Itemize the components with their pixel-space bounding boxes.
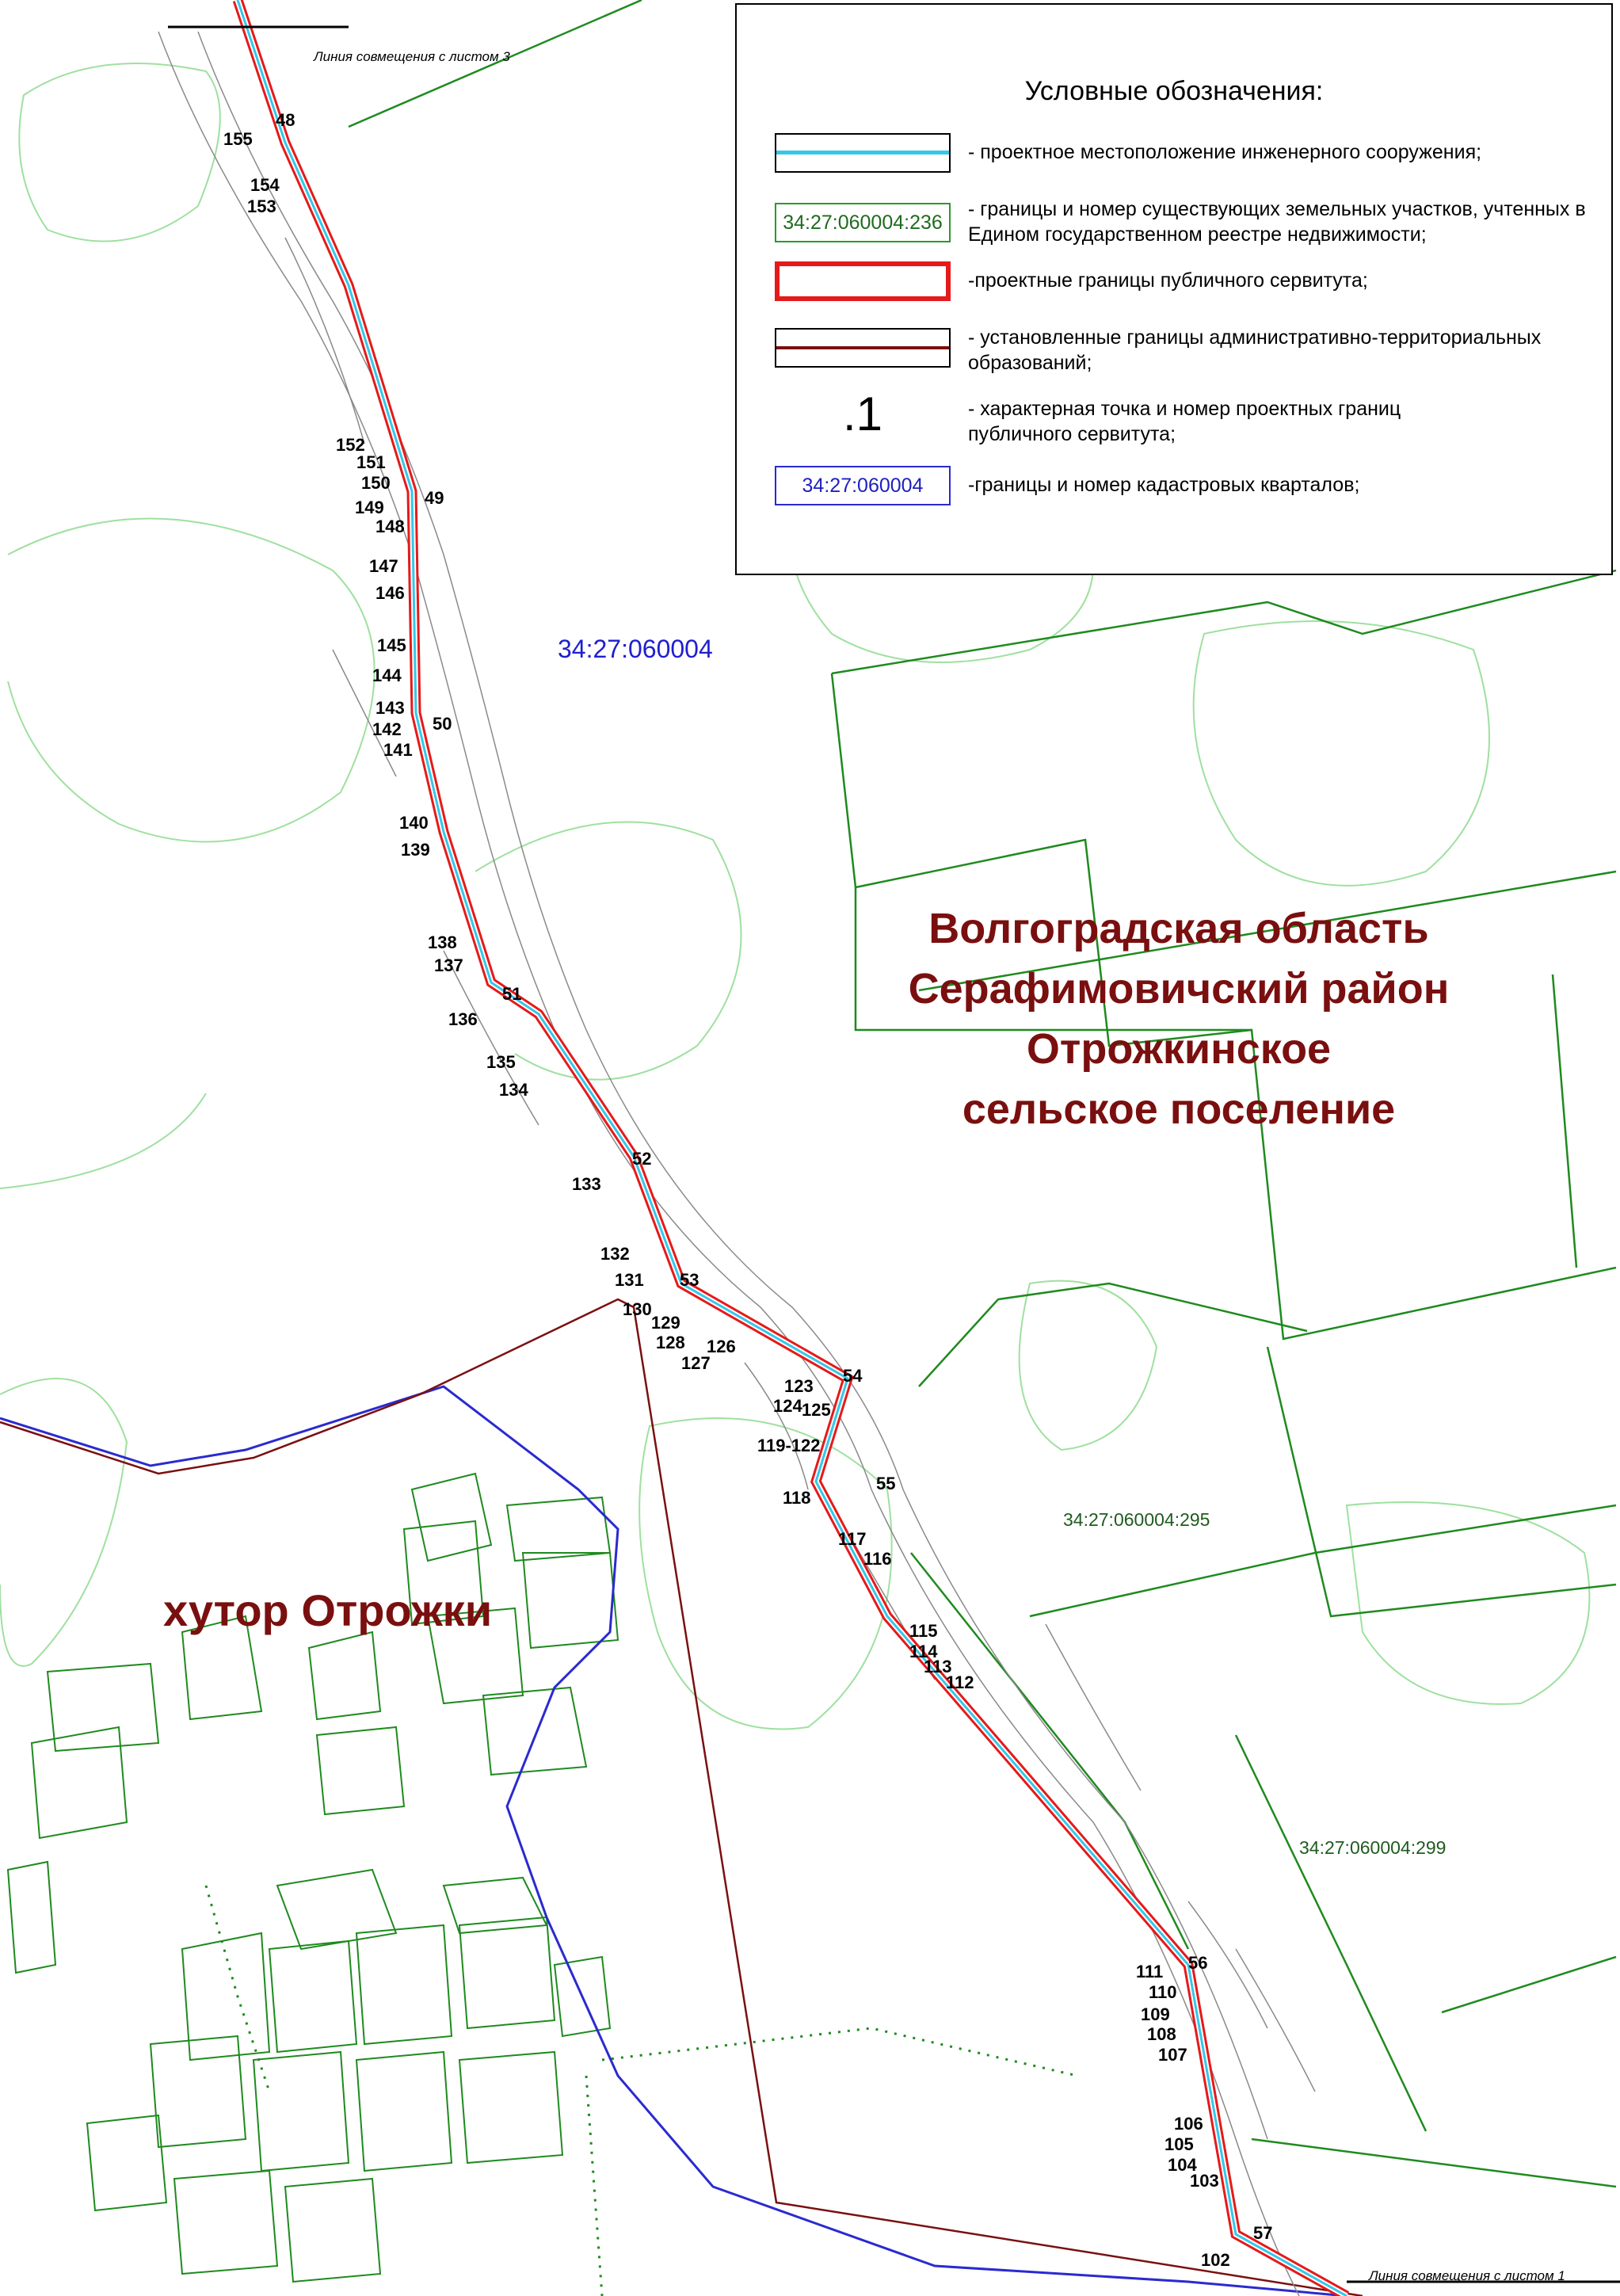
- point-label: 136: [448, 1009, 478, 1029]
- point-label: 135: [486, 1052, 516, 1072]
- point-label: 123: [784, 1376, 814, 1396]
- point-label: 51: [502, 984, 521, 1004]
- point-label: 50: [433, 714, 452, 734]
- legend: Условные обозначения: - проектное местоп…: [735, 3, 1613, 575]
- parcel-boundaries: [348, 0, 1617, 2188]
- point-label: 104: [1168, 2155, 1197, 2175]
- parcel-symbol: 34:27:060004:236: [775, 203, 951, 242]
- village-parcels: [6, 1472, 619, 2283]
- point-label: 145: [377, 635, 406, 655]
- point-label: 130: [623, 1299, 652, 1319]
- region-label: Волгоградская область Серафимовичский ра…: [909, 905, 1450, 1133]
- point-label: 112: [946, 1672, 974, 1692]
- point-label: 118: [783, 1488, 811, 1508]
- quarter-boundary: [0, 1385, 1347, 2296]
- region-line: Серафимовичский район: [909, 965, 1450, 1013]
- legend-text: -проектные границы публичного сервитута;: [968, 269, 1368, 292]
- point-label: 117: [838, 1529, 867, 1549]
- point-label: 126: [707, 1337, 736, 1356]
- point-label: 139: [401, 840, 430, 860]
- quarter-symbol: 34:27:060004: [775, 466, 951, 505]
- point-label: 152: [336, 435, 365, 455]
- point-label: 55: [876, 1474, 895, 1493]
- region-line: сельское поселение: [962, 1085, 1395, 1133]
- village-label: хутор Отрожки: [163, 1585, 492, 1635]
- point-label: 153: [247, 196, 276, 216]
- point-label: 142: [372, 719, 402, 739]
- point-label: 106: [1174, 2114, 1203, 2134]
- point-label: 110: [1149, 1982, 1177, 2002]
- point-symbol: .1: [842, 387, 883, 441]
- point-label: 138: [428, 933, 457, 952]
- point-label: 131: [615, 1270, 644, 1290]
- easement-symbol: [775, 261, 951, 301]
- point-label: 108: [1147, 2024, 1176, 2044]
- point-label: 132: [600, 1244, 630, 1264]
- point-label: 150: [361, 473, 391, 493]
- point-label: 148: [375, 517, 405, 536]
- point-label: 57: [1253, 2223, 1272, 2243]
- point-label: 109: [1141, 2004, 1170, 2024]
- legend-text: - установленные границы административно-…: [968, 326, 1542, 374]
- point-label: 144: [372, 666, 402, 685]
- point-label: 53: [680, 1270, 699, 1290]
- point-label: 56: [1188, 1953, 1207, 1973]
- quarter-number-label: 34:27:060004: [558, 635, 713, 663]
- point-label: 128: [656, 1333, 685, 1352]
- engineering-line-symbol: [775, 133, 951, 173]
- point-label: 49: [425, 488, 444, 508]
- point-label: 137: [434, 955, 463, 975]
- point-label: 127: [681, 1353, 711, 1373]
- parcel-label: 34:27:060004:295: [1063, 1509, 1210, 1530]
- point-label: 105: [1164, 2134, 1194, 2154]
- point-label: 143: [375, 698, 405, 718]
- region-line: Волгоградская область: [928, 905, 1428, 952]
- legend-text: -границы и номер кадастровых кварталов;: [968, 474, 1360, 496]
- point-label: 113: [924, 1657, 952, 1676]
- point-label: 125: [802, 1400, 831, 1420]
- point-label: 119-122: [757, 1436, 821, 1455]
- point-label: 151: [356, 452, 386, 472]
- point-label: 134: [499, 1080, 528, 1100]
- region-line: Отрожкинское: [1027, 1025, 1331, 1073]
- legend-text: - характерная точка и номер проектных гр…: [968, 398, 1401, 445]
- legend-text: - границы и номер существующих земельных…: [968, 198, 1586, 246]
- legend-title: Условные обозначения:: [1024, 76, 1324, 106]
- point-label: 114: [909, 1642, 938, 1661]
- legend-text: - проектное местоположение инженерного с…: [968, 141, 1482, 163]
- point-label: 115: [909, 1621, 938, 1641]
- point-label: 107: [1158, 2045, 1187, 2065]
- point-label: 48: [276, 110, 295, 130]
- point-label: 129: [651, 1313, 680, 1333]
- point-label: 147: [369, 556, 398, 576]
- admin-boundary-symbol: [775, 328, 951, 368]
- parcel-label: 34:27:060004:299: [1299, 1837, 1446, 1858]
- point-labels: 48 155 154 153 152 151 150 149 148 49 14…: [223, 110, 1272, 2270]
- sheet-join-bottom-label: Линия совмещения с листом 1: [1368, 2268, 1565, 2283]
- admin-boundary: [0, 1298, 1363, 2296]
- point-label: 154: [250, 175, 280, 195]
- point-label: 149: [355, 498, 384, 517]
- point-label: 116: [863, 1549, 892, 1569]
- point-label: 52: [632, 1149, 651, 1169]
- engineering-structure: [236, 0, 1347, 2296]
- point-label: 133: [572, 1174, 601, 1194]
- point-label: 146: [375, 583, 405, 603]
- dotted-line: [204, 1885, 1078, 2296]
- point-label: 111: [1136, 1962, 1163, 1981]
- point-label: 103: [1190, 2171, 1219, 2191]
- point-label: 124: [773, 1396, 802, 1416]
- point-label: 141: [383, 740, 413, 760]
- point-label: 155: [223, 129, 253, 149]
- point-label: 140: [399, 813, 429, 833]
- point-label: 102: [1201, 2250, 1230, 2270]
- sheet-join-top-label: Линия совмещения с листом 3: [313, 49, 510, 64]
- point-label: 54: [843, 1366, 863, 1386]
